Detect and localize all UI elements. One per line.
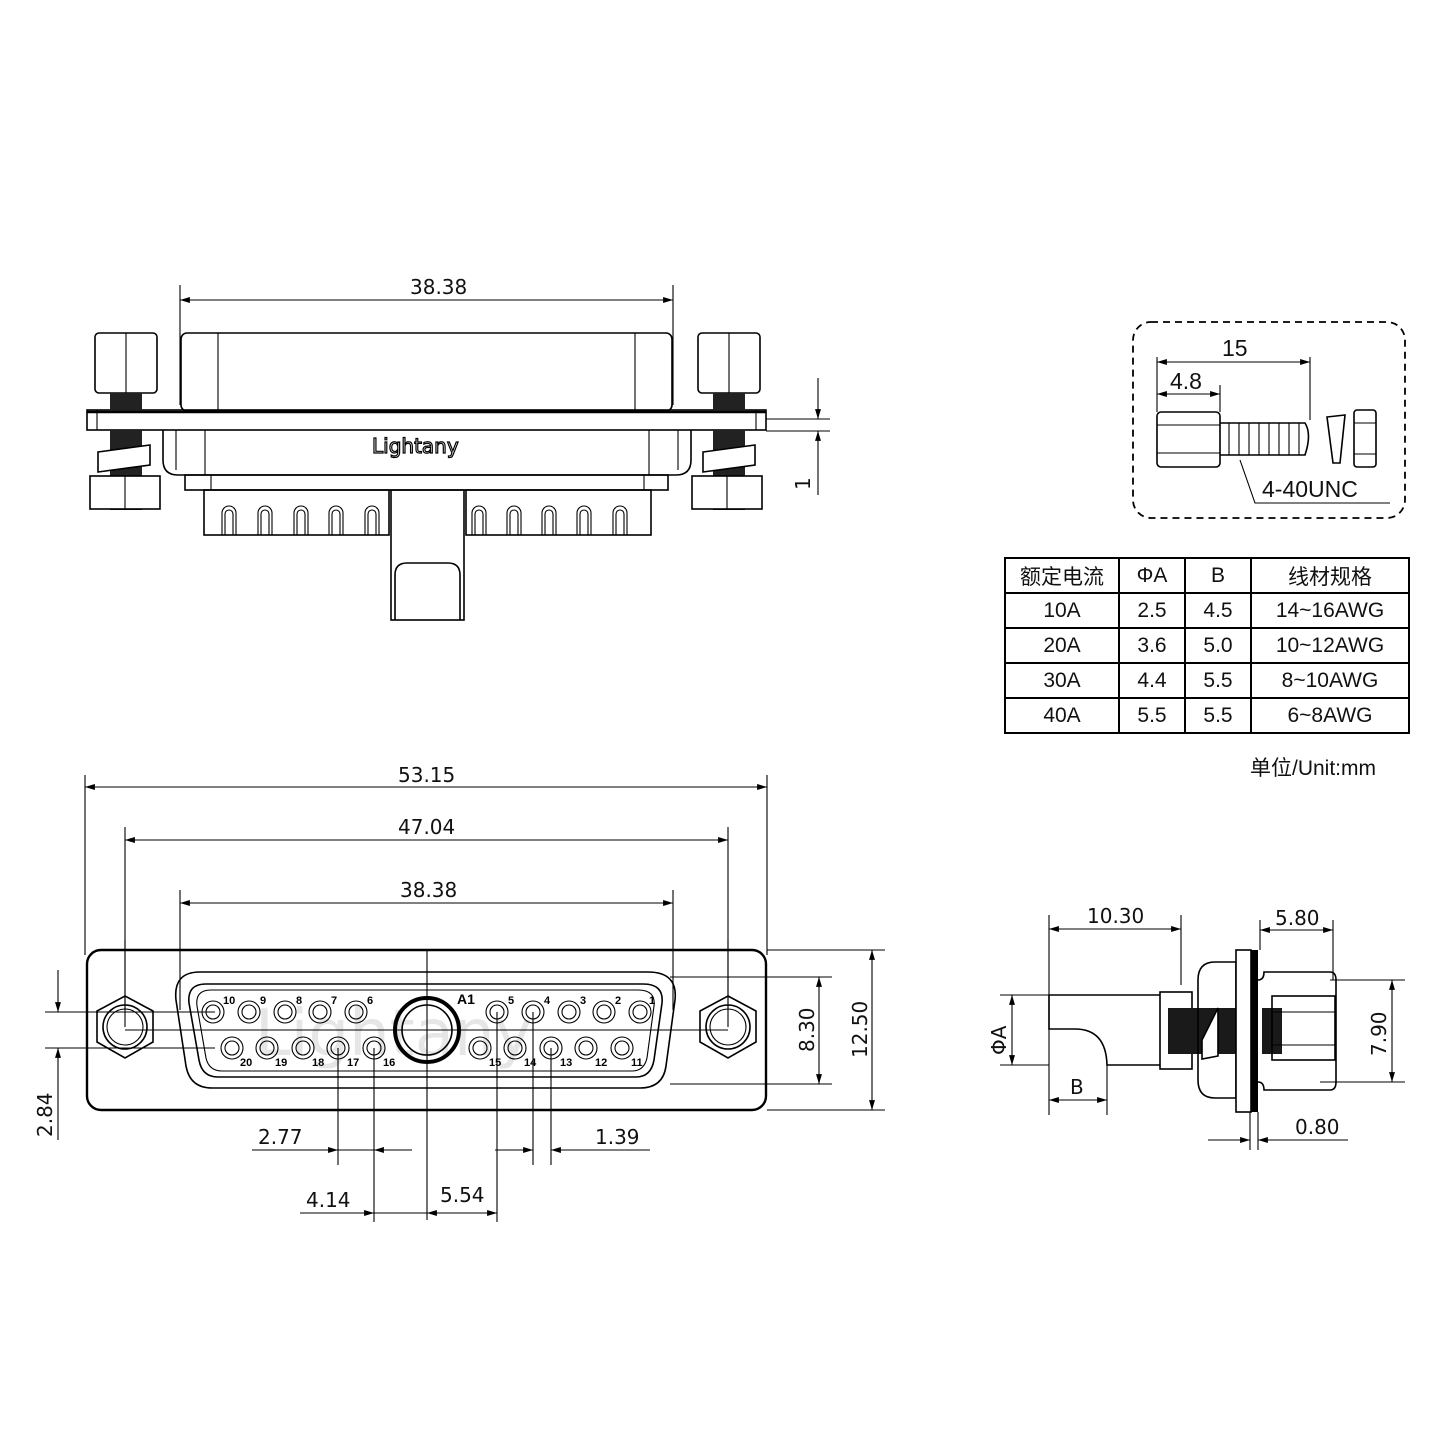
dim-overall-height: 12.50 xyxy=(848,1001,872,1058)
table-header: 额定电流 ΦA B 线材规格 xyxy=(1004,557,1410,594)
cell-awg: 8~10AWG xyxy=(1250,662,1410,699)
table-row: 40A 5.5 5.5 6~8AWG xyxy=(1004,697,1410,734)
pin-label-10: 10 xyxy=(223,995,235,1007)
cell-diameter: 4.4 xyxy=(1118,662,1186,699)
pin-label-5: 5 xyxy=(508,995,514,1007)
cell-current: 40A xyxy=(1004,697,1120,734)
pin-label-9: 9 xyxy=(260,995,266,1007)
dim-screw-length: 15 xyxy=(1222,335,1248,361)
dim-flange-thickness: 1 xyxy=(791,477,815,490)
dim-shell-width: 38.38 xyxy=(400,878,457,902)
unit-note: 单位/Unit:mm xyxy=(1250,757,1376,780)
cell-current: 30A xyxy=(1004,662,1120,699)
spec-table: 额定电流 ΦA B 线材规格 10A 2.5 4.5 14~16AWG 20A … xyxy=(1004,557,1410,734)
dim-row-stagger: 1.39 xyxy=(595,1125,640,1149)
dim-hex-height: 7.90 xyxy=(1367,1011,1391,1056)
cell-diameter: 5.5 xyxy=(1118,697,1186,734)
cell-diameter: 2.5 xyxy=(1118,592,1186,629)
pin-label-2: 2 xyxy=(615,995,621,1007)
pin-label-11: 11 xyxy=(631,1057,643,1069)
table-row: 10A 2.5 4.5 14~16AWG xyxy=(1004,592,1410,629)
cell-b: 5.0 xyxy=(1184,627,1252,664)
cell-b: 4.5 xyxy=(1184,592,1252,629)
cell-current: 10A xyxy=(1004,592,1120,629)
pin-label-16: 16 xyxy=(383,1057,395,1069)
dim-flange: 0.80 xyxy=(1295,1115,1340,1139)
dim-row-offset: 2.84 xyxy=(33,1092,57,1137)
brand-logo: Lightany xyxy=(372,434,459,458)
table-row: 30A 4.4 5.5 8~10AWG xyxy=(1004,662,1410,699)
pin-label-3: 3 xyxy=(580,995,586,1007)
pin-label-15: 15 xyxy=(489,1057,501,1069)
pin-label-8: 8 xyxy=(296,995,302,1007)
cell-diameter: 3.6 xyxy=(1118,627,1186,664)
pin-label-17: 17 xyxy=(347,1057,359,1069)
top-view: 38.38 Lightany xyxy=(86,275,830,621)
dim-power-to-pin: 5.54 xyxy=(440,1183,485,1207)
cell-b: 5.5 xyxy=(1184,662,1252,699)
pin-label-13: 13 xyxy=(560,1057,572,1069)
table-row: 20A 3.6 5.0 10~12AWG xyxy=(1004,627,1410,664)
dim-inner-height: 8.30 xyxy=(795,1007,819,1052)
dim-diameter-a: ΦA xyxy=(987,1025,1011,1055)
dim-top-width: 38.38 xyxy=(410,275,467,299)
dim-contact-length: 10.30 xyxy=(1087,904,1144,928)
pin-label-a1: A1 xyxy=(457,991,475,1007)
dim-screw-head: 4.8 xyxy=(1170,368,1202,394)
dim-mount-pitch: 47.04 xyxy=(398,815,455,839)
pin-label-1: 1 xyxy=(649,995,655,1007)
screw-detail: 15 4.8 4-40UNC xyxy=(1132,321,1406,519)
pin-label-20: 20 xyxy=(240,1057,252,1069)
cell-b: 5.5 xyxy=(1184,697,1252,734)
pin-label-18: 18 xyxy=(312,1057,324,1069)
pin-label-7: 7 xyxy=(331,995,337,1007)
header-rated-current: 额定电流 xyxy=(1004,557,1120,594)
pin-label-6: 6 xyxy=(367,995,373,1007)
dim-rear-length: 5.80 xyxy=(1275,906,1320,930)
pin-label-4: 4 xyxy=(544,995,551,1007)
pin-label-14: 14 xyxy=(524,1057,537,1069)
cell-current: 20A xyxy=(1004,627,1120,664)
cell-awg: 6~8AWG xyxy=(1250,697,1410,734)
header-wire-gauge: 线材规格 xyxy=(1250,557,1410,594)
dim-b: B xyxy=(1070,1075,1084,1099)
dim-pin-pitch: 2.77 xyxy=(258,1125,303,1149)
dim-overall-width: 53.15 xyxy=(398,763,455,787)
header-b: B xyxy=(1184,557,1252,594)
thread-spec: 4-40UNC xyxy=(1262,476,1358,502)
side-view: ΦA 10.30 B 5.80 7.90 xyxy=(987,904,1405,1150)
pin-label-19: 19 xyxy=(275,1057,287,1069)
pin-label-12: 12 xyxy=(595,1057,607,1069)
cell-awg: 10~12AWG xyxy=(1250,627,1410,664)
header-diameter-a: ΦA xyxy=(1118,557,1186,594)
dim-pin-to-center: 4.14 xyxy=(306,1188,351,1212)
cell-awg: 14~16AWG xyxy=(1250,592,1410,629)
front-view: 53.15 47.04 38.38 Lightany xyxy=(33,763,885,1222)
